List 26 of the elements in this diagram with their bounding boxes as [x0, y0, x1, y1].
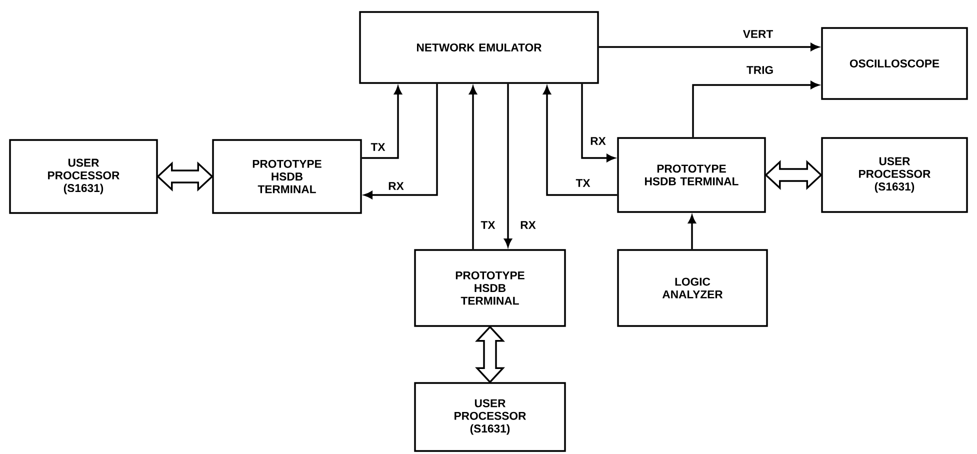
arrow: [504, 84, 512, 247]
block-box: PROTOTYPE HSDB TERMINAL: [414, 249, 566, 327]
block-box: USER PROCESSOR (S1631): [9, 139, 158, 214]
arrow: [543, 86, 618, 196]
arrow: [362, 86, 402, 159]
edge-label: RX: [588, 136, 608, 146]
block-box: PROTOTYPE HSDB TERMINAL: [617, 137, 766, 213]
arrow: [364, 84, 438, 199]
block-box: LOGIC ANALYZER: [617, 249, 768, 327]
arrow: [688, 215, 696, 250]
block-box: USER PROCESSOR (S1631): [414, 382, 566, 452]
edge-label: RX: [518, 220, 538, 230]
arrow: [598, 43, 819, 51]
block-box: PROTOTYPE HSDB TERMINAL: [212, 139, 362, 214]
edge-label: TX: [574, 178, 592, 188]
arrow: [469, 86, 477, 250]
edge-label: TRIG: [745, 64, 775, 76]
arrow: [581, 84, 615, 162]
edge-label: TX: [479, 220, 497, 230]
arrow: [692, 81, 819, 138]
block-box: OSCILLOSCOPE: [821, 27, 968, 100]
block-box: NETWORK EMULATOR: [359, 11, 599, 84]
edge-label: TX: [369, 142, 387, 152]
edge-label: RX: [386, 180, 406, 192]
edge-label: VERT: [742, 28, 774, 40]
block-box: USER PROCESSOR (S1631): [821, 137, 968, 213]
